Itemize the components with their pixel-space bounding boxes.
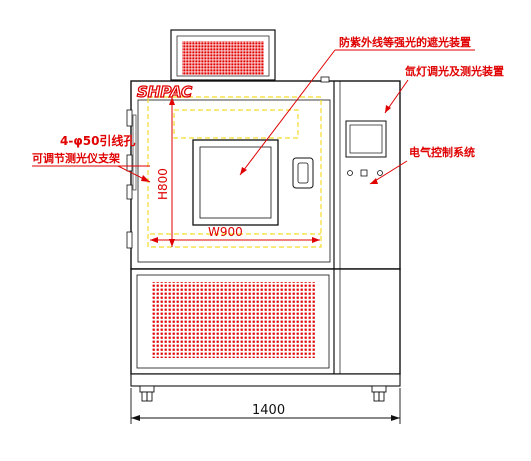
photometer-bracket-label: 可调节测光仪支架 [32,151,120,165]
viewing-window [192,139,279,226]
lower-cabinet [130,268,401,387]
overall-width-label: 1400 [252,403,285,418]
control-system-label: 电气控制系统 [409,145,475,159]
workspace-outline [147,96,322,248]
xenon-lamp-label: 氙灯调光及测光装置 [405,64,504,78]
inner-dimensions [150,97,320,247]
door-handle[interactable] [292,157,314,189]
indicator-light [377,170,383,176]
shading-device-label: 防紫外线等强光的遮光装置 [339,35,471,49]
inner-dimension-arrows [150,97,320,247]
cable-hole-label: 4-φ50引线孔 [60,133,135,148]
lamp-vent-grille [182,41,264,75]
switch-button[interactable] [360,169,368,177]
brand-logo: SHPAC [137,83,192,101]
overall-dimension-arrows [131,415,400,421]
control-panel [345,120,387,177]
caster-right [371,385,387,402]
vent-grille [151,282,316,358]
lamp-housing [170,29,276,83]
width-dimension-label: W900 [208,225,243,239]
indicator-light [347,170,353,176]
caster-left [139,385,155,402]
arrowheads [141,105,391,184]
height-dimension-label: H800 [156,168,170,200]
